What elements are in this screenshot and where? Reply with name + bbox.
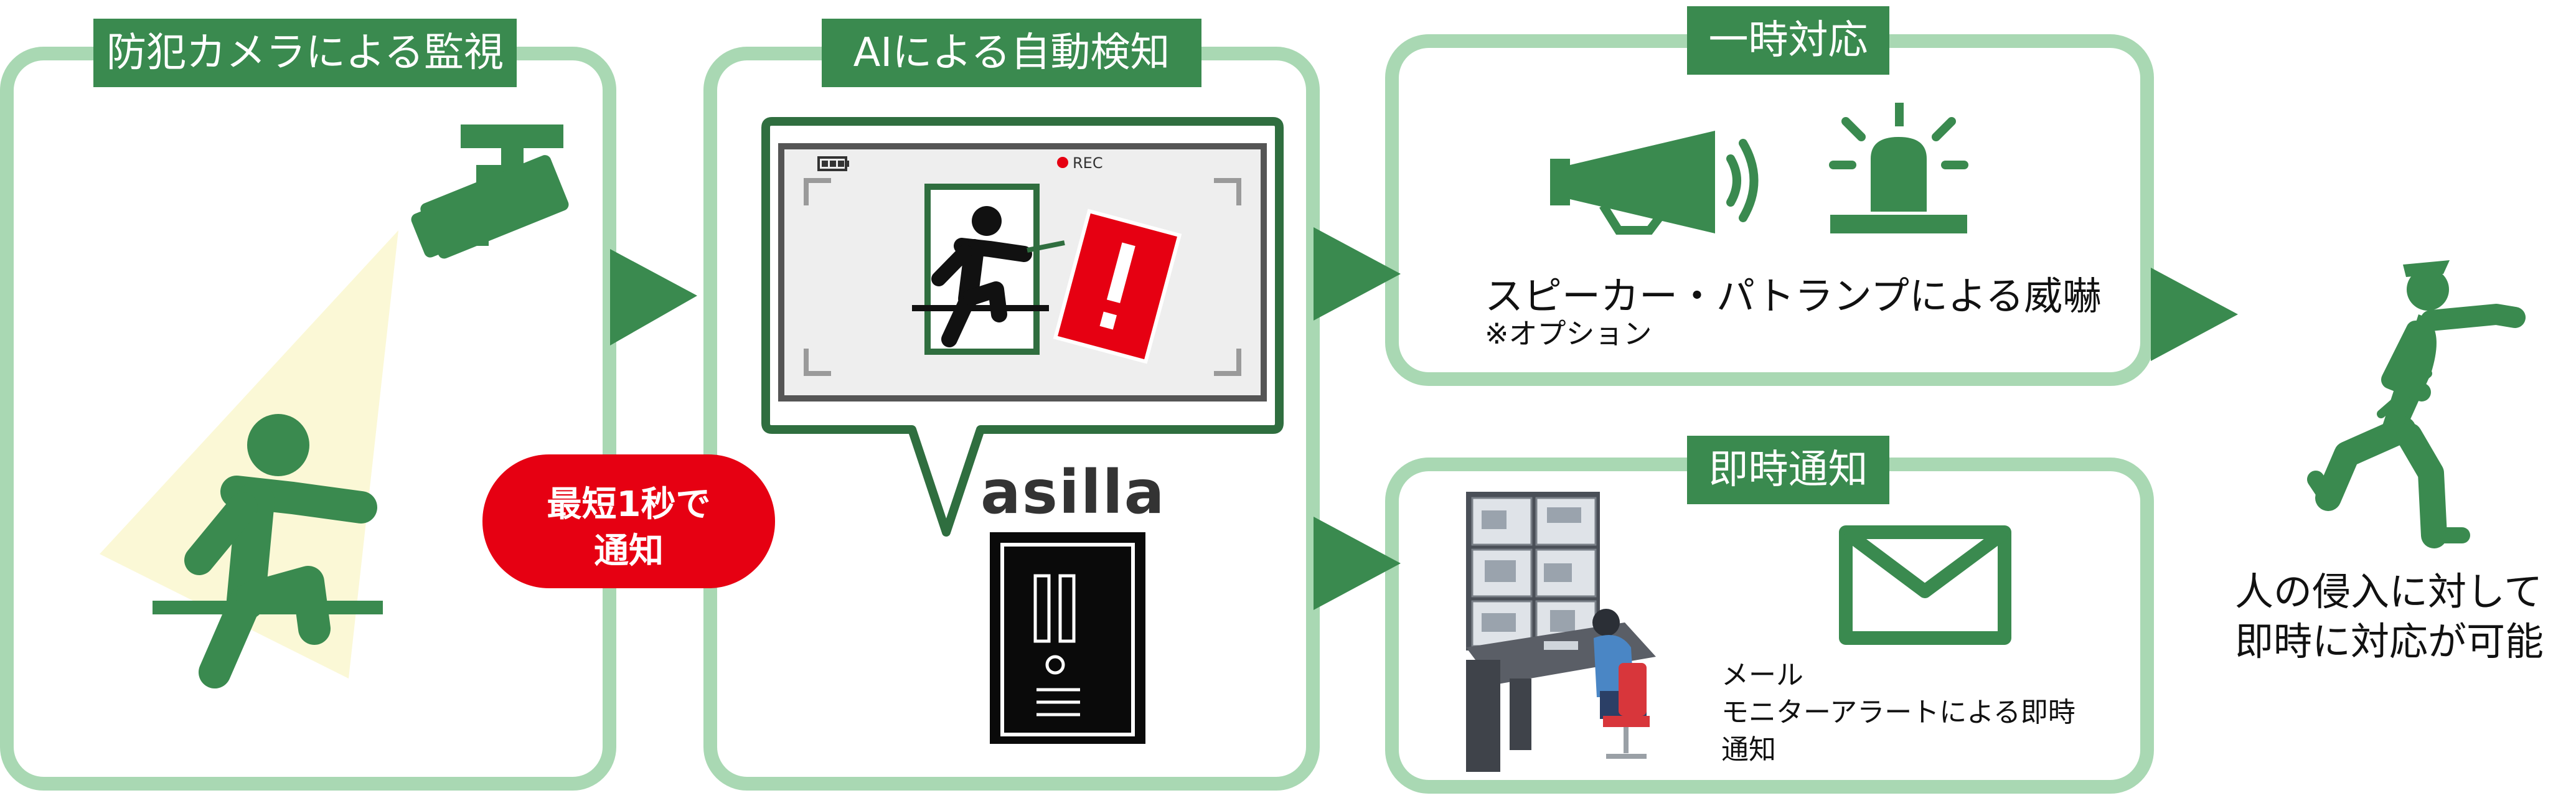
response-panel [1385, 34, 2154, 386]
rec-indicator-icon [1057, 157, 1068, 168]
arrow-camera-to-ai [610, 249, 697, 345]
notify-line-1: メール [1721, 659, 1803, 691]
response-caption: スピーカー・パトランプによる威嚇 [1485, 273, 2102, 319]
notify-line-3: 通知 [1721, 734, 1776, 766]
result-line-1: 人の侵入に対して [2235, 569, 2543, 614]
arrow-ai-to-response [1314, 227, 1401, 321]
badge-line-2: 通知 [594, 531, 664, 571]
megaphone-icon [1550, 131, 1759, 235]
patrol-lamp-icon [1829, 103, 1968, 233]
result-line-2: 即時に対応が可能 [2235, 619, 2544, 664]
detection-pointer-line [1027, 240, 1065, 253]
badge-line-1: 最短1秒で [547, 484, 711, 525]
notify-panel-label: 即時通知 [1687, 436, 1889, 504]
arrow-to-result [2151, 268, 2238, 361]
notification-speed-badge [482, 454, 775, 588]
security-camera-icon [411, 124, 569, 259]
arrow-ai-to-notify [1314, 517, 1401, 610]
detected-person-icon [912, 206, 1049, 347]
mail-envelope-icon [1839, 525, 2011, 645]
security-guard-icon [2307, 260, 2526, 548]
intruder-climbing-icon [153, 414, 383, 688]
monitoring-operator-icon [1466, 492, 1656, 772]
viewfinder-corners [804, 178, 1241, 376]
camera-panel-label: 防犯カメラによる監視 [93, 19, 517, 87]
brand-logo: asilla [980, 458, 1166, 527]
response-panel-label: 一時対応 [1687, 6, 1889, 75]
response-option-note: ※オプション [1485, 317, 1652, 350]
server-tower-icon [990, 532, 1145, 744]
alert-card-icon [1053, 209, 1182, 364]
battery-icon [817, 156, 849, 171]
notify-line-2: モニターアラートによる即時 [1721, 697, 2075, 728]
rec-label: REC [1073, 154, 1103, 172]
ai-panel-label: AIによる自動検知 [822, 19, 1201, 87]
